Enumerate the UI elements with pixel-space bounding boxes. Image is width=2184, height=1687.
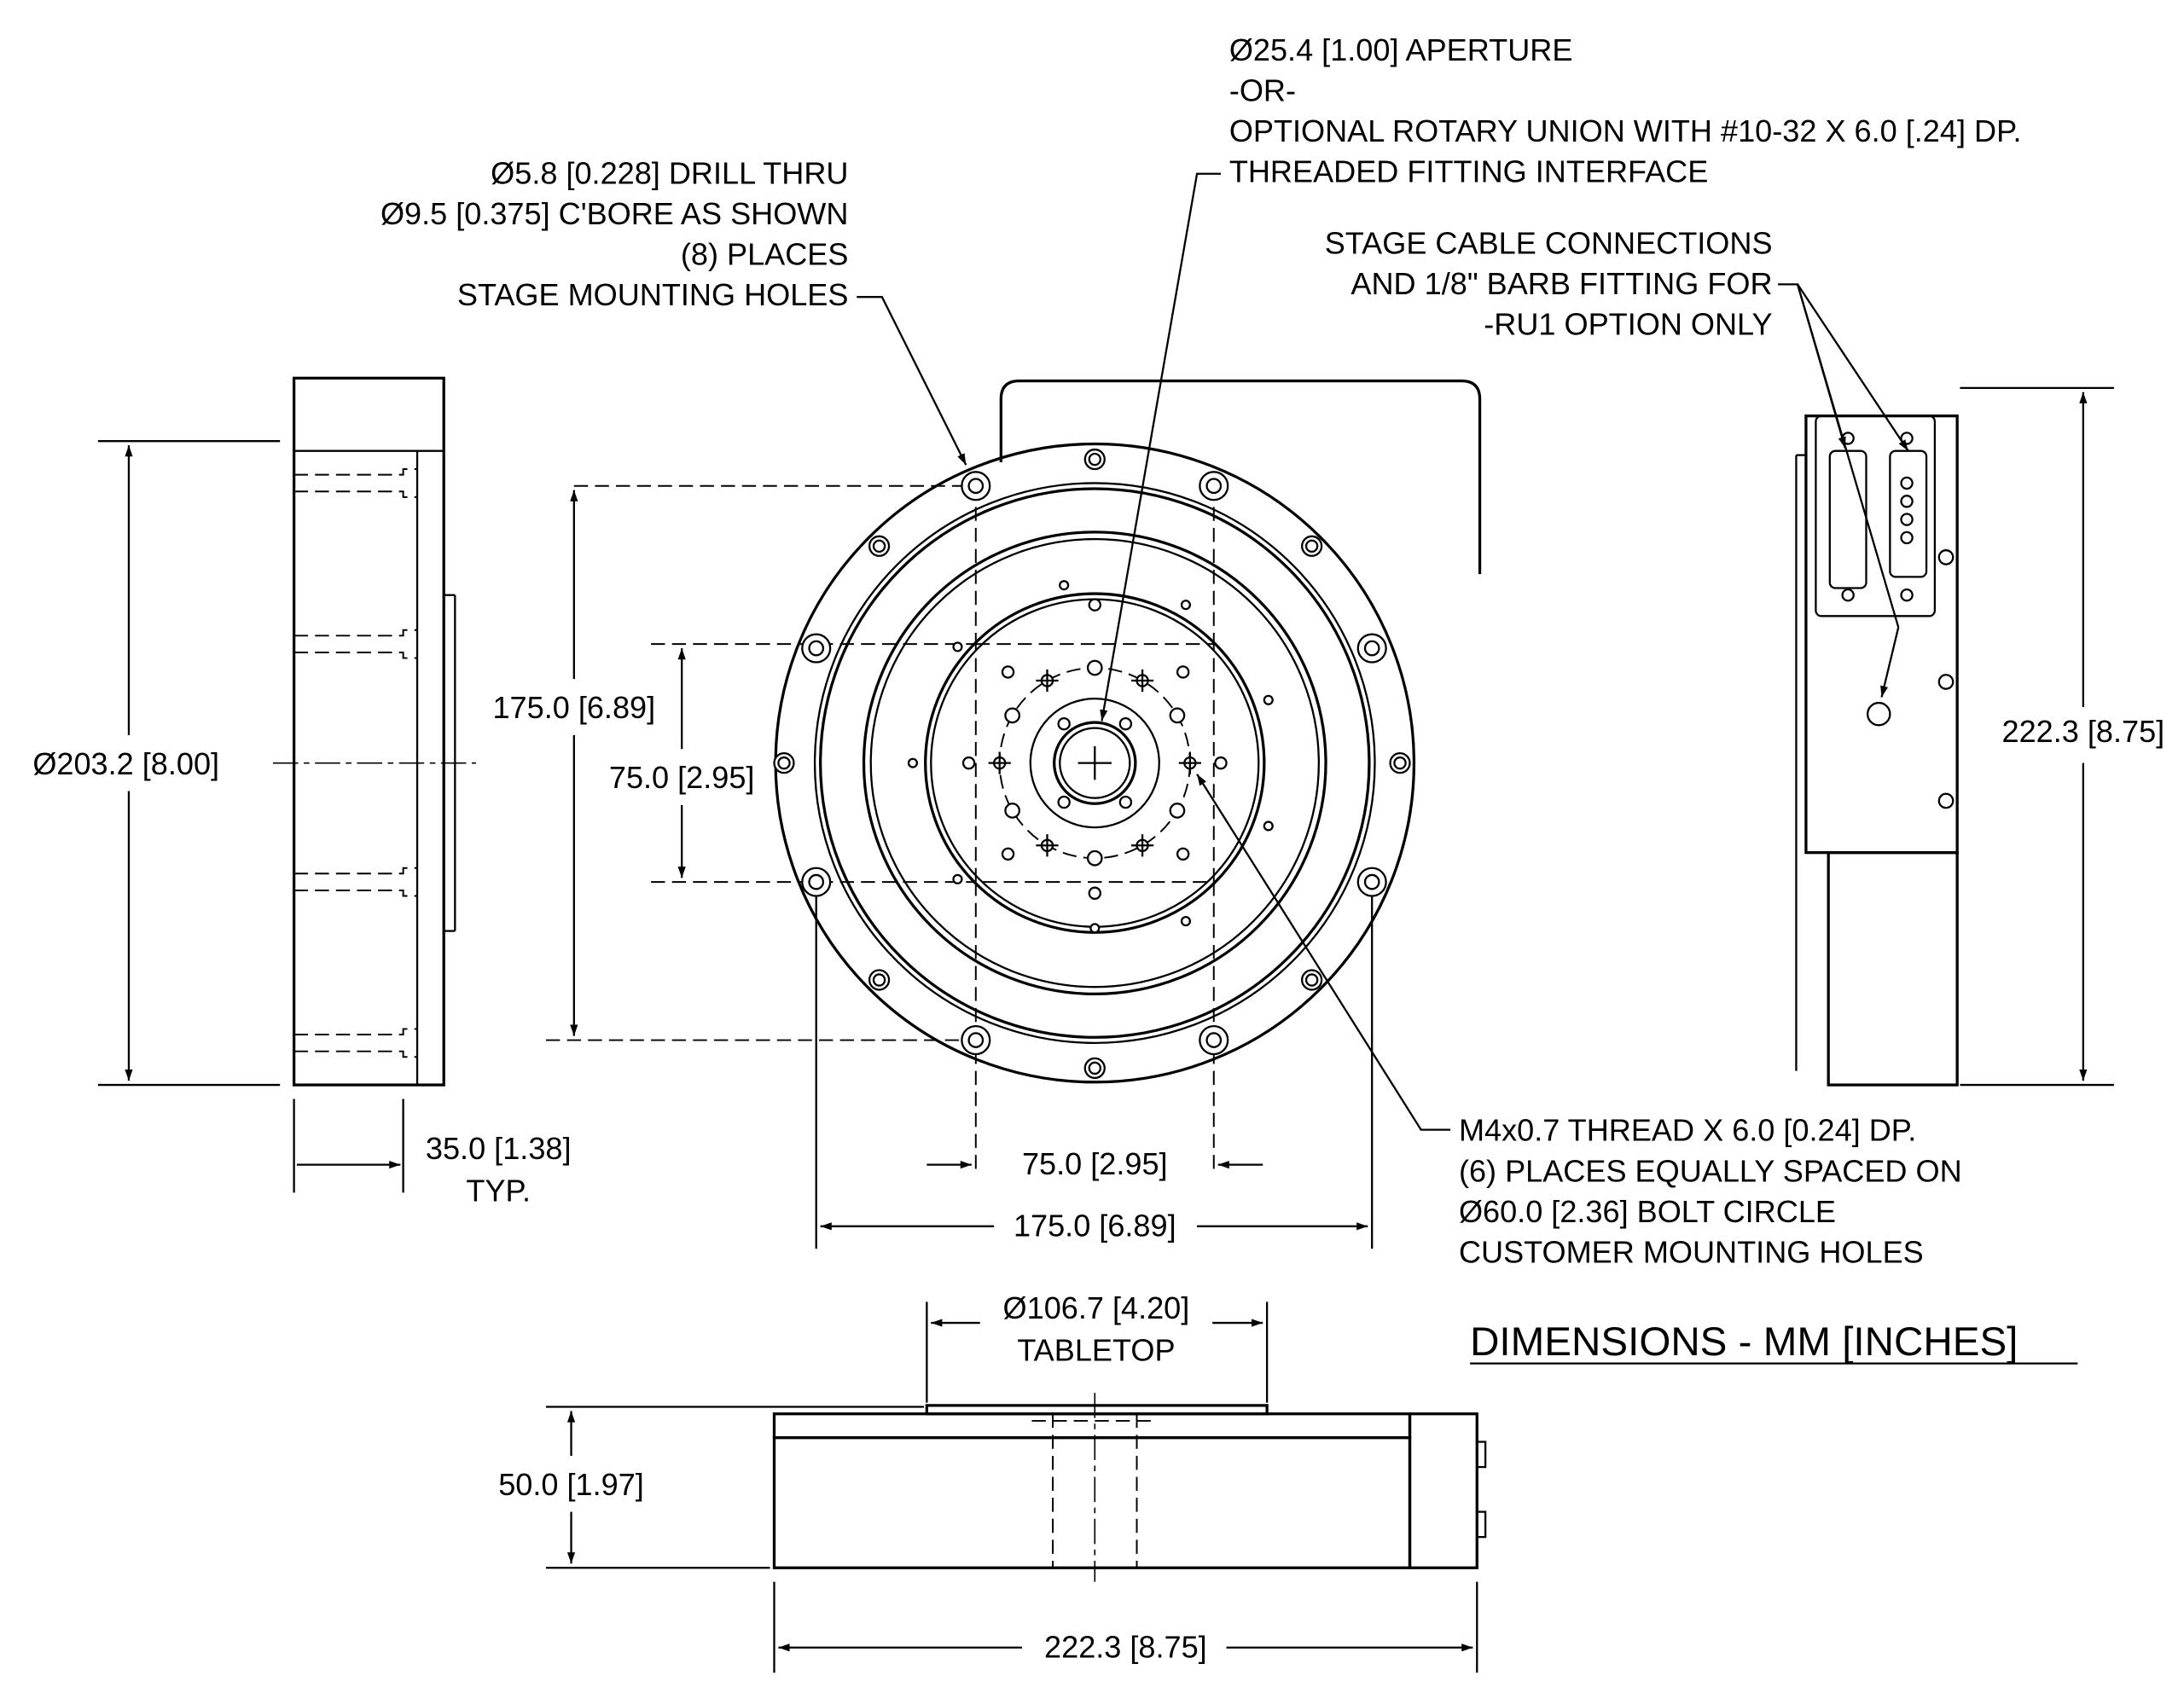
hole-crosshair (1036, 669, 1059, 693)
bolt-circle-hole (1169, 707, 1186, 724)
connector-d-sub (1828, 449, 1867, 589)
rear-housing (999, 380, 1482, 575)
svg-text:AND 1/8" BARB FITTING FOR: AND 1/8" BARB FITTING FOR (1350, 266, 1772, 301)
dim-typ: TYP. (466, 1173, 531, 1208)
bolt-circle-hole (1086, 659, 1103, 676)
hole-crosshair (988, 751, 1011, 774)
hole-crosshair (1178, 751, 1201, 774)
svg-text:CUSTOMER MOUNTING HOLES: CUSTOMER MOUNTING HOLES (1459, 1234, 1924, 1269)
tabletop-hole (1214, 756, 1228, 770)
flange-screw-head (1088, 452, 1101, 467)
dimensions: Ø203.2 [8.00] 35.0 [1.38] TYP. 175.0 [6.… (32, 386, 2165, 1673)
svg-text:(8) PLACES: (8) PLACES (681, 236, 849, 271)
tabletop-hole (1001, 665, 1015, 679)
dim-vert-175: 175.0 [6.89] (492, 690, 655, 725)
tabletop-hole-small (952, 873, 963, 884)
svg-text:STAGE CABLE CONNECTIONS: STAGE CABLE CONNECTIONS (1325, 225, 1773, 260)
svg-text:-OR-: -OR- (1229, 72, 1296, 107)
flange-screw-head (1088, 1061, 1101, 1075)
flange-screw-head (872, 539, 886, 553)
stage-mounting-hole-bore (808, 873, 825, 890)
dim-tabletop-label: TABLETOP (1017, 1332, 1175, 1367)
notes: Ø25.4 [1.00] APERTURE -OR- OPTIONAL ROTA… (380, 32, 2078, 1365)
hole-crosshair (1130, 669, 1154, 693)
flange-screw-head (1393, 756, 1407, 770)
front-view (546, 380, 1482, 1249)
tabletop-hole (1118, 716, 1133, 731)
tabletop-hole (1176, 847, 1190, 861)
stage-mounting-hole-bore (808, 640, 825, 657)
tabletop-hole (1088, 598, 1101, 612)
dim-height-50: 50.0 [1.97] (498, 1467, 644, 1502)
dim-tabletop-diameter: Ø106.7 [4.20] (1003, 1290, 1190, 1325)
tabletop-hole (1088, 886, 1101, 900)
svg-text:M4x0.7 THREAD X 6.0 [0.24] DP.: M4x0.7 THREAD X 6.0 [0.24] DP. (1459, 1113, 1916, 1148)
hidden-counterbore (293, 867, 418, 897)
bolt-circle-hole (1169, 803, 1186, 819)
tabletop-hole-small (1180, 916, 1192, 927)
tabletop-hole-small (907, 757, 919, 768)
hidden-counterbore (293, 468, 418, 498)
dim-right-222: 222.3 [8.75] (2002, 714, 2165, 749)
units-title: DIMENSIONS - MM [INCHES] (1470, 1319, 2018, 1365)
tabletop-hole (1118, 795, 1133, 809)
tabletop-hole-small (1263, 820, 1274, 832)
note-aperture: Ø25.4 [1.00] APERTURE -OR- OPTIONAL ROTA… (1100, 32, 2022, 722)
dim-bottom-222: 222.3 [8.75] (1044, 1629, 1207, 1664)
dim-vert-75: 75.0 [2.95] (609, 760, 755, 795)
hole-crosshair (1036, 834, 1059, 857)
aperture (1053, 721, 1137, 805)
svg-text:STAGE MOUNTING HOLES: STAGE MOUNTING HOLES (457, 277, 849, 312)
dim-horiz-175: 175.0 [6.89] (1014, 1208, 1176, 1243)
flange-screw-head (777, 756, 791, 770)
stage-mounting-hole-bore (1363, 640, 1380, 657)
tabletop-hole-small (952, 641, 963, 652)
note-customer-holes: M4x0.7 THREAD X 6.0 [0.24] DP. (6) PLACE… (1196, 774, 1962, 1269)
tabletop-hole (1001, 847, 1015, 861)
svg-text:Ø9.5 [0.375] C'BORE AS SHOWN: Ø9.5 [0.375] C'BORE AS SHOWN (380, 196, 849, 231)
svg-text:(6) PLACES EQUALLY SPACED ON: (6) PLACES EQUALLY SPACED ON (1459, 1153, 1962, 1188)
note-cable: STAGE CABLE CONNECTIONS AND 1/8" BARB FI… (1325, 225, 1909, 698)
tabletop-hole-small (1089, 923, 1101, 934)
bolt-circle-hole (1004, 803, 1020, 819)
tabletop-hole (1057, 716, 1071, 731)
hidden-counterbore (293, 1028, 418, 1058)
svg-text:THREADED FITTING INTERFACE: THREADED FITTING INTERFACE (1229, 154, 1708, 189)
bottom-view (772, 1393, 1487, 1582)
tabletop-hole (961, 756, 976, 770)
stage-mounting-hole-bore (967, 1032, 985, 1048)
stage-mounting-hole-bore (1205, 478, 1223, 495)
svg-text:Ø25.4 [1.00] APERTURE: Ø25.4 [1.00] APERTURE (1229, 32, 1573, 67)
tabletop-hole (1176, 665, 1190, 679)
tabletop-hole-small (1059, 580, 1070, 591)
flange-screw-head (1304, 973, 1319, 987)
svg-text:Ø5.8 [0.228] DRILL THRU: Ø5.8 [0.228] DRILL THRU (491, 155, 848, 190)
flange-screw-head (872, 973, 886, 987)
bolt-circle-hole (1086, 849, 1103, 867)
dim-horiz-75: 75.0 [2.95] (1022, 1146, 1168, 1181)
tabletop-hole-small (1180, 600, 1192, 611)
dim-diameter-203: Ø203.2 [8.00] (32, 746, 219, 781)
svg-text:-RU1 OPTION ONLY: -RU1 OPTION ONLY (1484, 306, 1772, 341)
barb-fitting (1866, 701, 1891, 727)
left-side-view (273, 376, 476, 1087)
note-mounting-holes: Ø5.8 [0.228] DRILL THRU Ø9.5 [0.375] C'B… (380, 155, 967, 466)
stage-mounting-hole-bore (1363, 873, 1380, 890)
tabletop-hole-small (1263, 694, 1274, 705)
flange-screw-head (1304, 539, 1319, 553)
bolt-circle-hole (1004, 707, 1020, 724)
tabletop-hole (1057, 795, 1071, 809)
right-side-view (1795, 415, 1959, 1087)
dim-thickness-35: 35.0 [1.38] (426, 1131, 572, 1166)
svg-text:OPTIONAL ROTARY UNION WITH #10: OPTIONAL ROTARY UNION WITH #10-32 X 6.0 … (1229, 113, 2022, 148)
stage-mounting-hole-bore (1205, 1032, 1223, 1048)
stage-mounting-hole-bore (967, 478, 985, 495)
hole-crosshair (1130, 834, 1154, 857)
hidden-counterbore (293, 629, 418, 659)
svg-text:Ø60.0 [2.36] BOLT CIRCLE: Ø60.0 [2.36] BOLT CIRCLE (1459, 1194, 1836, 1229)
